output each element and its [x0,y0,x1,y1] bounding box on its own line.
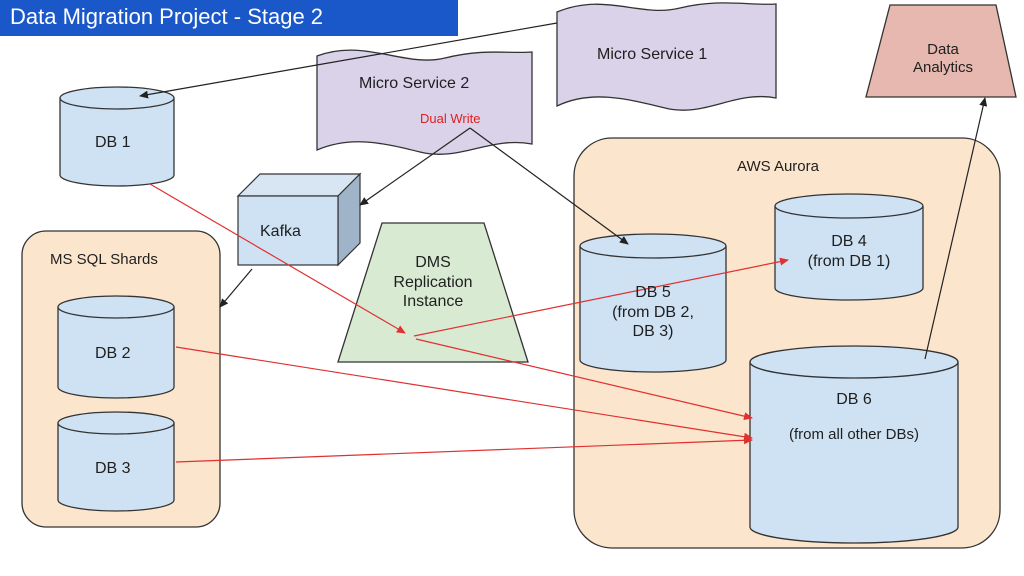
dms-line-2: Replication [393,273,473,291]
title-bar: Data Migration Project - Stage 2 [0,0,458,36]
arrow-ms2-to-db5 [469,127,629,245]
db3-cylinder [57,411,175,512]
arrow-ms1-to-db1 [139,22,558,99]
micro-service-1-shape [556,2,777,111]
db3-label: DB 3 [95,460,131,477]
db4-line-1: DB 4 [831,233,867,250]
micro-service-2-shape [316,49,533,155]
dual-write-label: Dual Write [420,111,481,126]
db2-label: DB 2 [95,345,131,362]
micro-service-1-label: Micro Service 1 [597,46,708,63]
db5-line-1: DB 5 [635,284,671,301]
db4-line-2: (from DB 1) [807,252,891,270]
ms-sql-shards-label: MS SQL Shards [50,251,158,268]
kafka-cube [236,172,362,267]
kafka-label: Kafka [260,223,301,240]
data-analytics-shape [865,4,1017,98]
db1-label: DB 1 [95,134,131,151]
page-title: Data Migration Project - Stage 2 [10,4,324,29]
red-arrow-dms-to-db6 [415,338,753,421]
dms-line-1: DMS [415,254,451,271]
red-arrow-db1-to-dms [149,183,406,334]
db6-cylinder [749,345,959,544]
red-arrow-dms-to-db4 [413,257,789,337]
micro-service-2-label: Micro Service 2 [359,75,470,92]
arrow-ms2-to-kafka [359,127,471,206]
db2-cylinder [57,295,175,399]
arrow-db6-to-analytics [924,97,988,360]
db5-cylinder [579,233,727,373]
data-analytics-line-2: Analytics [912,59,974,77]
db6-subtitle-label: (from all other DBs) [788,426,920,443]
db4-label: DB 4 (from DB 1) [785,232,913,271]
data-analytics-line-1: Data [927,41,959,58]
dms-line-3: Instance [402,293,464,311]
data-analytics-label: Data Analytics [898,41,988,78]
dms-replication-instance-shape [337,222,529,363]
aws-aurora-label: AWS Aurora [737,158,819,175]
arrow-kafka-to-shards [219,268,253,308]
db5-line-3: DB 3) [632,323,674,341]
red-arrow-db3-to-db6 [175,436,753,463]
db5-line-2: (from DB 2, [612,303,694,321]
dms-label: DMS Replication Instance [373,253,493,312]
db5-label: DB 5 (from DB 2, DB 3) [591,283,715,342]
db6-title-label: DB 6 [836,391,872,408]
red-arrow-db2-to-db6 [175,346,753,441]
db4-cylinder [774,193,924,301]
